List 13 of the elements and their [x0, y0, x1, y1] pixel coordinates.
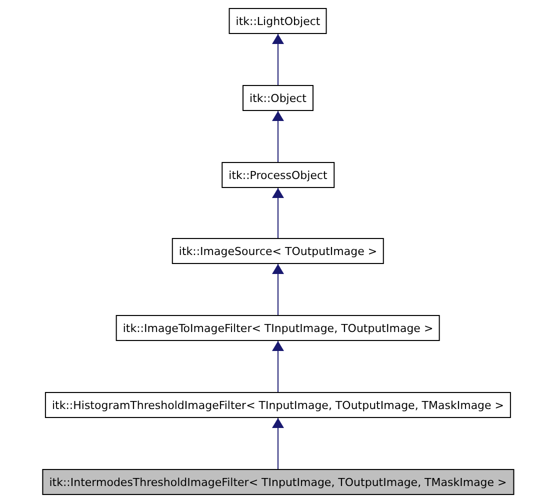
class-box: itk::ImageSource< TOutputImage > [172, 238, 384, 264]
arrow [272, 34, 284, 86]
class-box: itk::Object [242, 85, 314, 111]
arrow [272, 188, 284, 238]
arrow [272, 418, 284, 470]
arrow [272, 264, 284, 316]
arrow [272, 110, 284, 162]
arrow [272, 340, 284, 392]
class-box: itk::LightObject [228, 8, 328, 34]
class-box: itk::IntermodesThresholdImageFilter< TInputImage, TOutputImage, TMaskImage > [42, 469, 514, 495]
class-box: itk::HistogramThresholdImageFilter< TInputImage, TOutputImage, TMaskImage > [44, 392, 512, 418]
class-box: itk::ProcessObject [222, 162, 334, 188]
class-box: itk::ImageToImageFilter< TInputImage, TOutputImage > [116, 315, 440, 341]
